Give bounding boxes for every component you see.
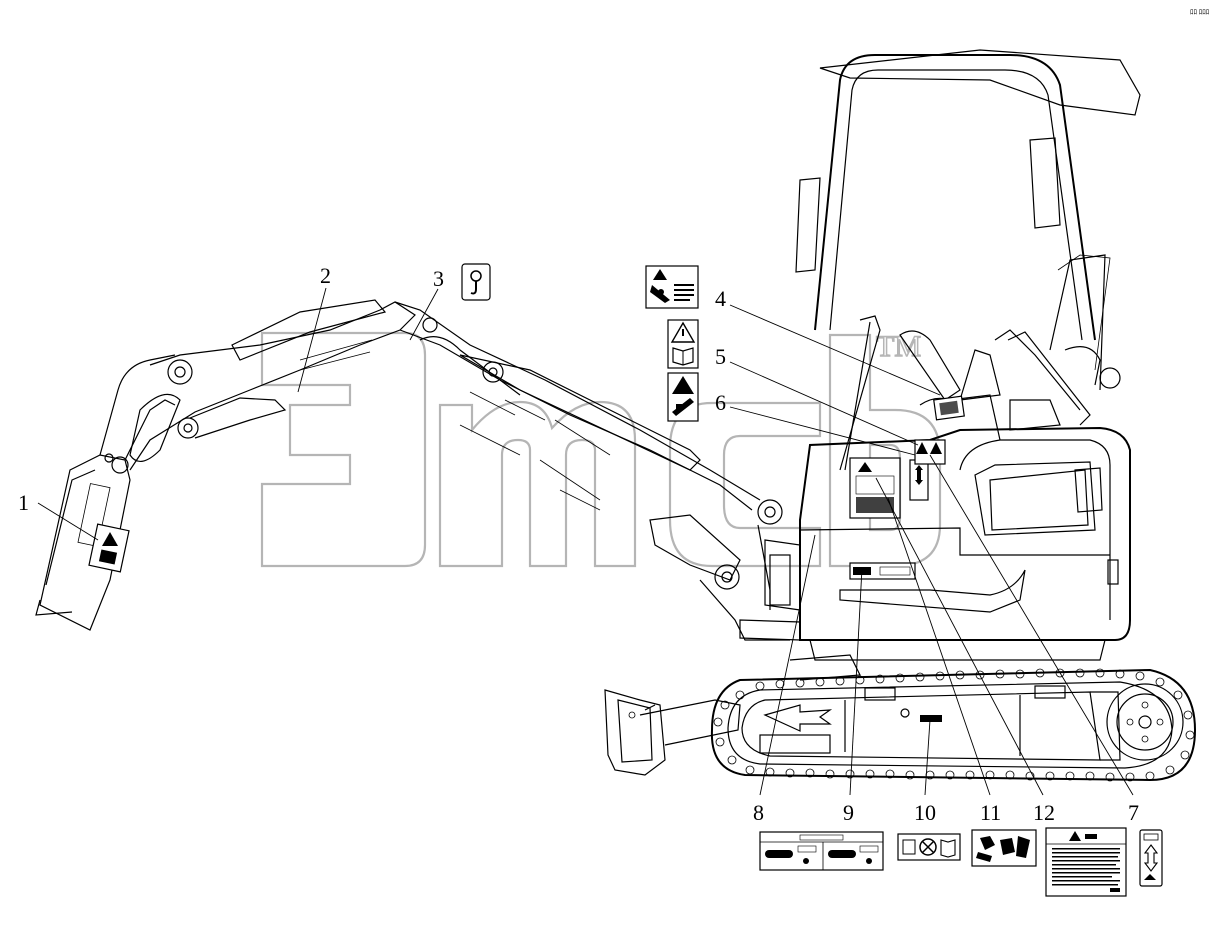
decal-10 [897, 833, 961, 861]
decal-12 [1045, 827, 1127, 897]
on-machine-decals [849, 395, 965, 580]
callout-1: 1 [18, 490, 29, 515]
lift-hook-decal [461, 263, 491, 301]
warning-manual-decal [667, 319, 699, 369]
callout-4: 4 [715, 286, 726, 311]
callout-12: 12 [1033, 800, 1055, 825]
bottom-decals [759, 827, 1163, 897]
callout-11: 11 [980, 800, 1001, 825]
watermark: TM [260, 329, 942, 568]
warning-triangle-icon [670, 321, 696, 343]
crush-hazard-icon [672, 376, 694, 416]
decal-11 [971, 829, 1037, 867]
corner-mark: ﾛﾛ ﾛﾛﾛ [1190, 8, 1210, 16]
callout-9: 9 [843, 800, 854, 825]
bucket-arm [35, 354, 176, 631]
warning-triangle-icon [1069, 831, 1081, 841]
warning-decal-1 [88, 523, 130, 573]
book-icon [672, 347, 694, 366]
warning-triangle-icon [653, 269, 667, 280]
callout-6: 6 [715, 390, 726, 415]
decal-8 [759, 831, 884, 871]
callout-labels: 1 2 3 4 5 6 7 8 9 10 11 12 [18, 263, 1139, 825]
circle-x-icon [919, 838, 937, 856]
callout-10: 10 [914, 800, 936, 825]
hook-icon [470, 270, 482, 295]
callout-7: 7 [1128, 800, 1139, 825]
canopy [795, 49, 1141, 391]
travel-arrow [763, 704, 833, 732]
arrow-icon [1143, 844, 1159, 872]
decal-7 [1139, 829, 1163, 887]
crush-hazard-decal [667, 372, 699, 422]
arm [129, 299, 416, 471]
callout-5: 5 [715, 344, 726, 369]
callout-3: 3 [433, 266, 444, 291]
track-links [713, 668, 1195, 782]
undercarriage [710, 654, 1197, 782]
boom [394, 301, 790, 641]
dozer-blade [604, 689, 741, 776]
machine-body [739, 315, 1131, 661]
warning-crush-decal [645, 265, 699, 309]
watermark-tm: TM [876, 330, 921, 363]
callout-2: 2 [320, 263, 331, 288]
callout-8: 8 [753, 800, 764, 825]
book-icon [940, 839, 956, 858]
leader-lines [37, 287, 1134, 796]
